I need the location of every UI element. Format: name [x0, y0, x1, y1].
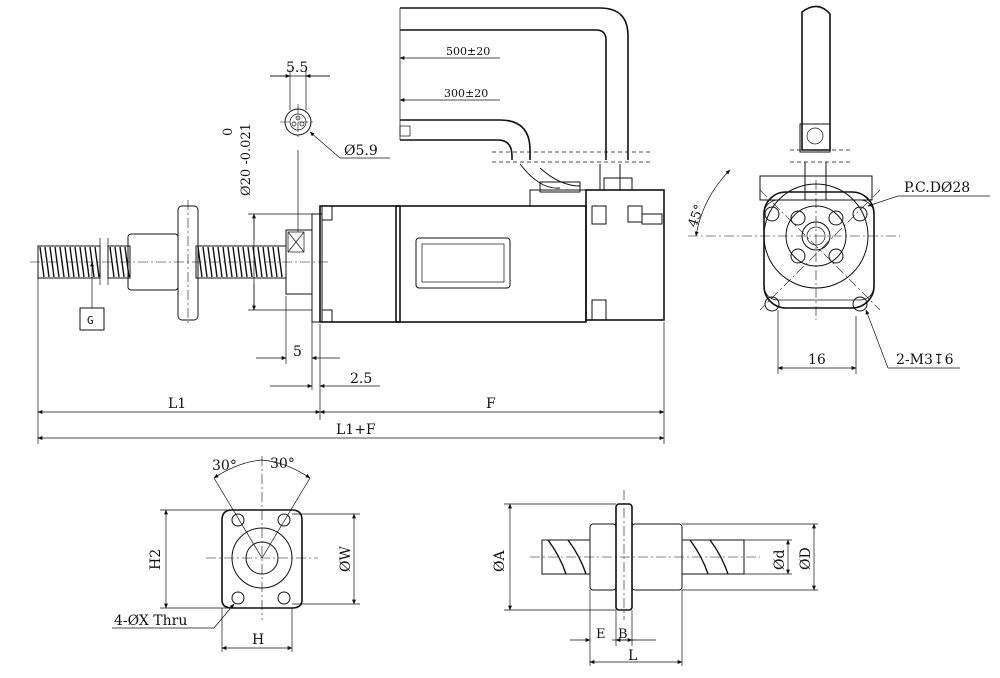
shaft-dia-dim: [248, 213, 312, 311]
D-label: ØD: [798, 547, 814, 570]
nut-front-view: [112, 456, 360, 652]
H-label: H: [252, 632, 264, 648]
W-label: ØW: [338, 546, 354, 572]
thread-mark: [242, 246, 248, 278]
dim-5-label: 5: [293, 344, 302, 360]
cable-long-label: 500±20: [446, 45, 490, 58]
L1-plus-F-label: L1+F: [336, 422, 376, 438]
angle-45-label: 45°: [686, 203, 708, 230]
E-label: E: [596, 627, 606, 642]
main-side-view: 500±20 300±20 5.5 Ø5.9: [30, 7, 665, 444]
d-label: Ød: [772, 550, 788, 570]
angle-30-left-label: 30°: [212, 458, 237, 474]
datum-g-label: G: [87, 314, 94, 327]
angle-30-right-label: 30°: [270, 456, 295, 472]
thread-mark: [237, 246, 243, 278]
connector-dia-label: Ø5.9: [344, 143, 378, 159]
B-label: B: [618, 627, 628, 642]
pcd-label: P.C.DØ28: [904, 180, 970, 196]
connector-detail: [270, 70, 390, 159]
thread-mark: [277, 246, 283, 278]
shaft-end: [285, 150, 313, 295]
motor-body: [311, 177, 665, 323]
length-dims: [37, 278, 665, 444]
thread-mark: [74, 246, 80, 278]
H2-label: H2: [148, 549, 164, 570]
dim-2-5-label: 2.5: [350, 371, 372, 387]
L1-label: L1: [168, 396, 186, 412]
shaft-tol-upper: 0: [221, 128, 236, 136]
tap-label: 2-M3↧6: [896, 352, 954, 368]
ball-nut: [127, 200, 199, 325]
lead-screw: [30, 238, 330, 285]
holes-label: 4-ØX Thru: [114, 613, 187, 629]
datum-g: [79, 261, 105, 331]
dim-16-label: 16: [808, 352, 826, 368]
end-view: [688, 5, 990, 374]
F-label: F: [486, 396, 496, 412]
nut-side-view: [504, 490, 818, 666]
small-dims: [256, 296, 380, 390]
dim-5-5-label: 5.5: [286, 60, 308, 76]
thread-mark: [79, 246, 85, 278]
thread-mark: [272, 246, 278, 278]
A-label: ØA: [492, 550, 508, 572]
cable: [399, 7, 650, 190]
shaft-dia-label: Ø20 -0.021: [239, 123, 254, 196]
thread-mark: [44, 246, 50, 278]
cable-short-label: 300±20: [444, 87, 488, 100]
thread-mark: [39, 246, 45, 278]
L-label: L: [628, 648, 637, 664]
